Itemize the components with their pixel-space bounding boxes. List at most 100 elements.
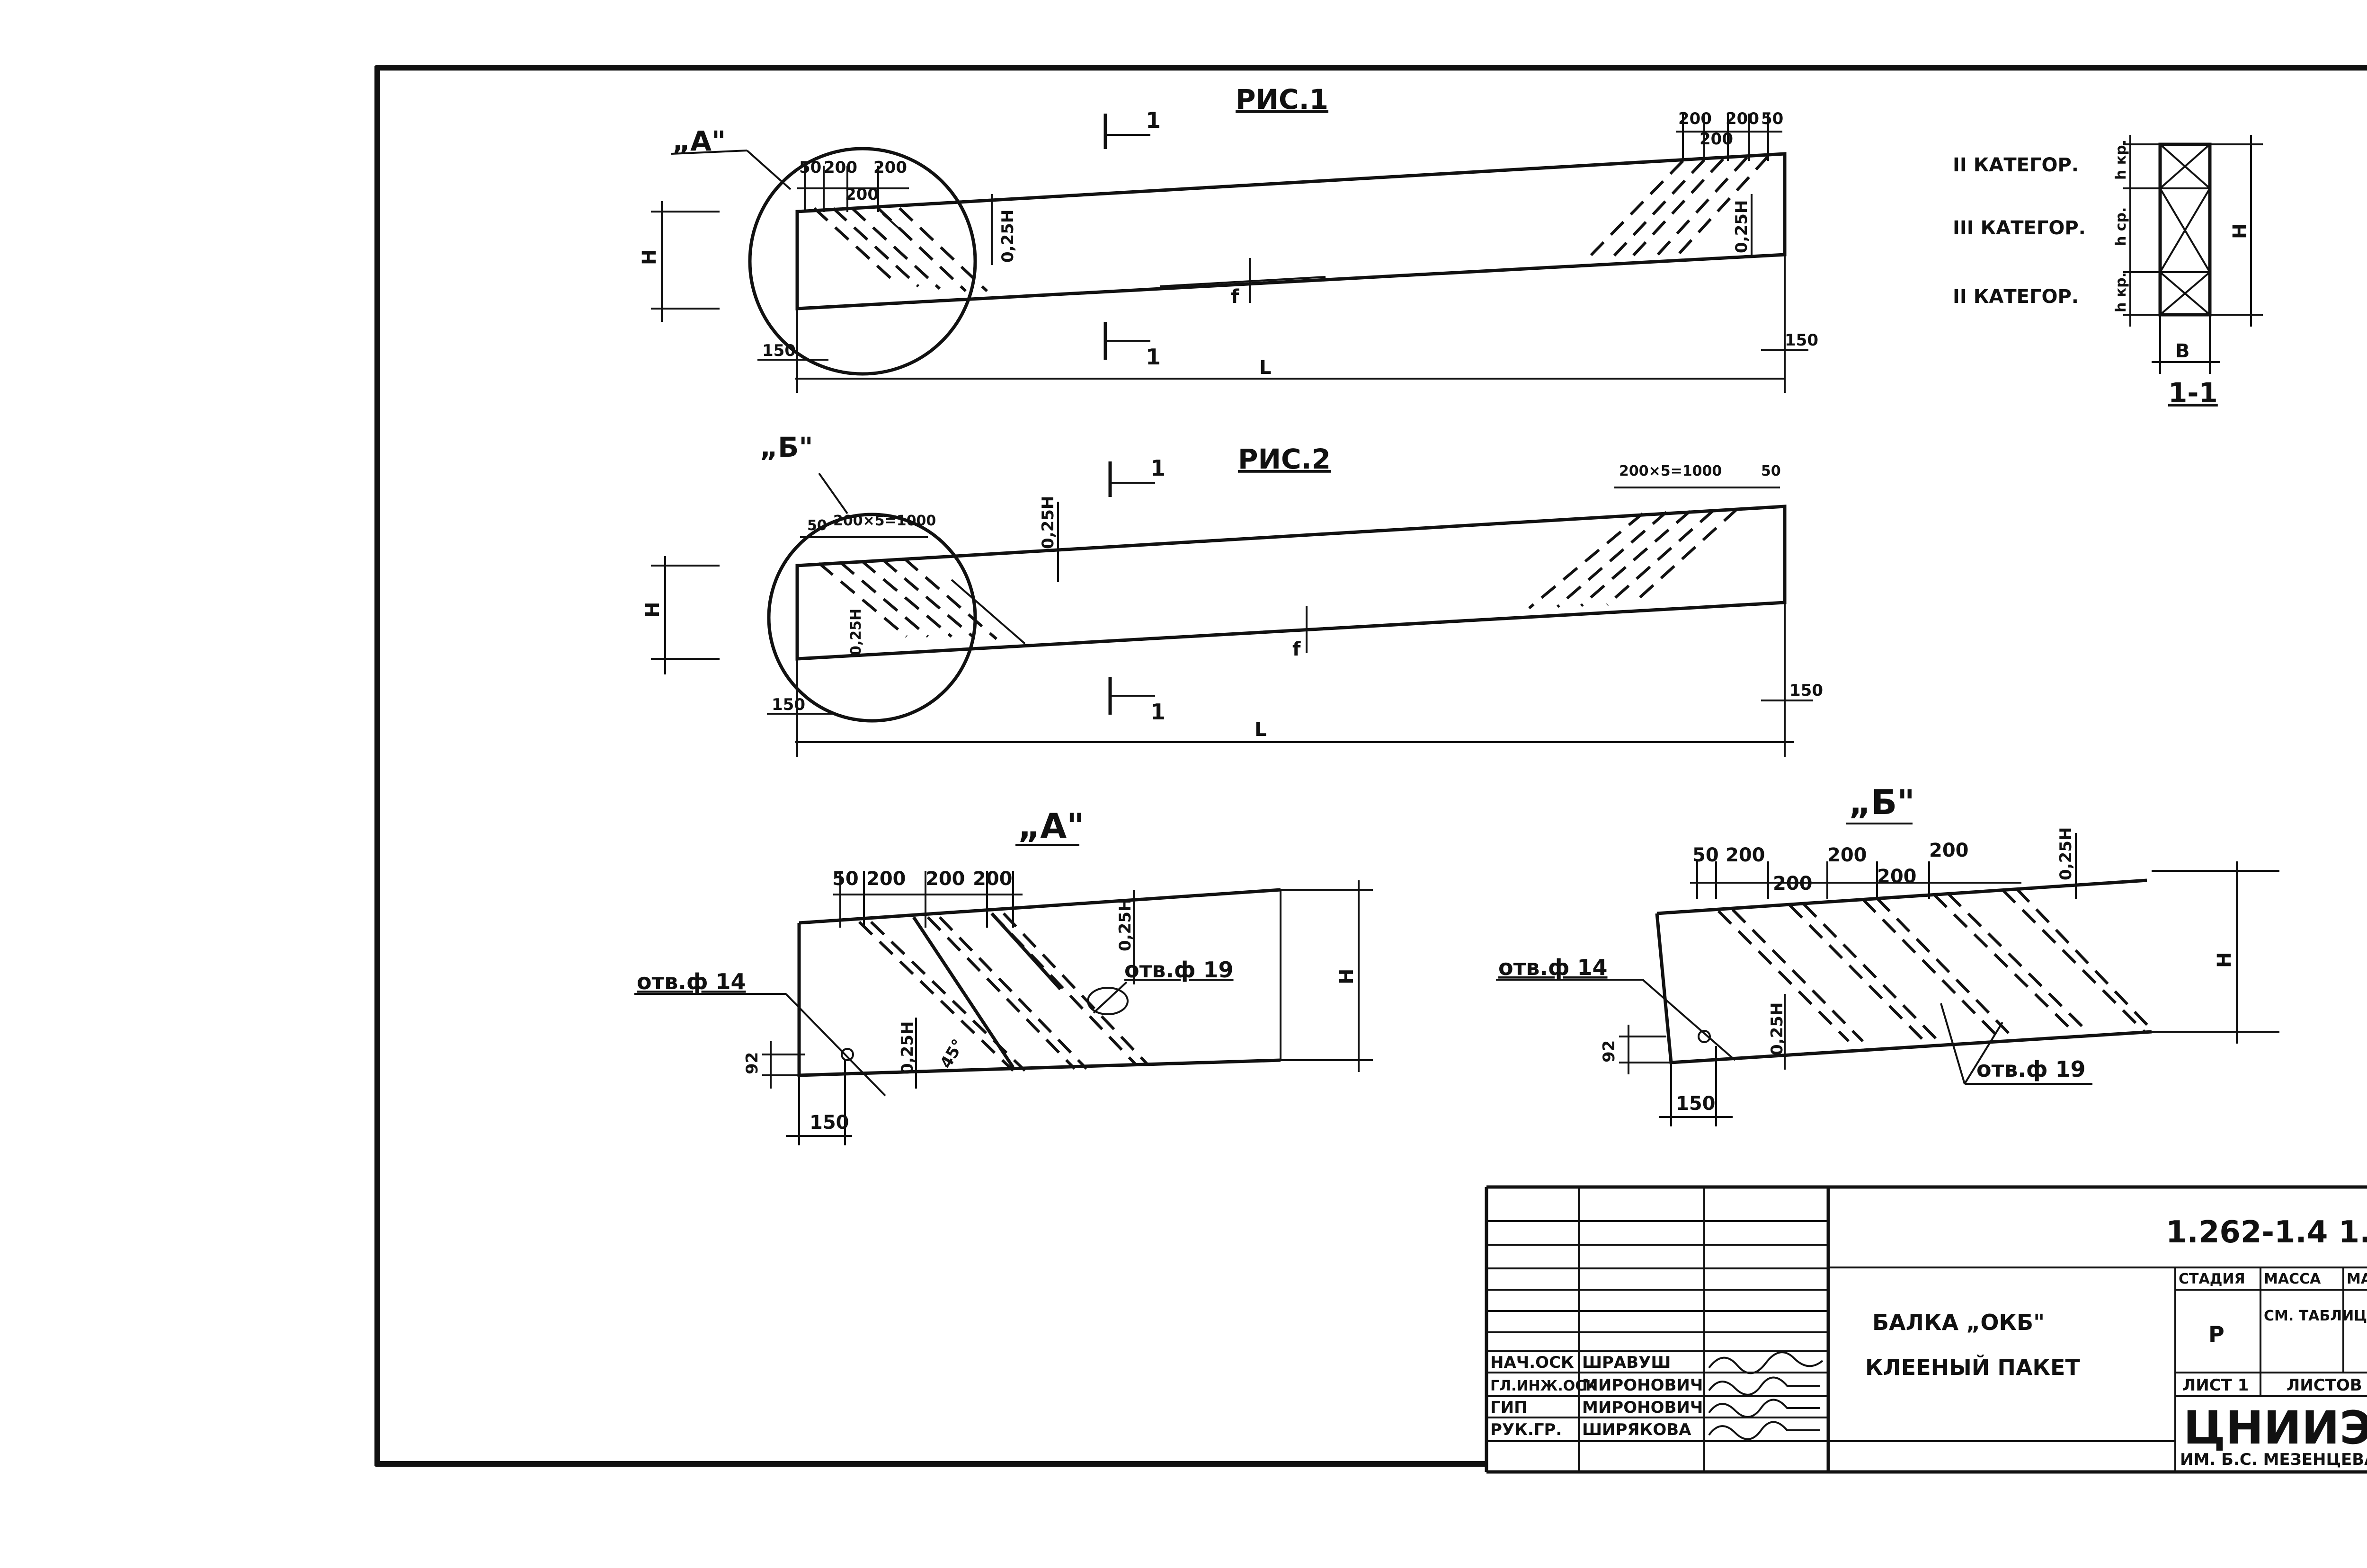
- detail-a-beam: [797, 888, 1281, 1077]
- detail-b: „Б" 50 200 200 200 200 200 0,25H H отв.ф…: [1496, 782, 2279, 1126]
- angle-45: 45°: [936, 1036, 968, 1072]
- h-kr-bot: h кр.: [2113, 272, 2129, 312]
- fig2-detail-circle-b: [767, 513, 977, 723]
- dim-200: 200: [1726, 844, 1765, 866]
- dim-200: 200: [1726, 109, 1759, 128]
- fig1-left-dashed-bars: [813, 207, 988, 292]
- stage-value: Р: [2208, 1321, 2225, 1347]
- signature-name: МИРОНОВИЧ: [1582, 1376, 1703, 1395]
- signature-role: НАЧ.ОСК: [1490, 1353, 1574, 1372]
- signature-row: ГЛ.ИНЖ.ОСК МИРОНОВИЧ: [1490, 1376, 1820, 1396]
- hole-14-marker: [841, 1048, 854, 1061]
- height-label: H: [2229, 223, 2251, 239]
- dim-50: 50: [1761, 109, 1783, 128]
- dim-200: 200: [1773, 873, 1813, 895]
- fig2-title: РИС.2: [1238, 443, 1331, 475]
- drawing-code: 1.262-1.4 1.3: [2166, 1215, 2367, 1250]
- fig1-right-dashed-bars: [1589, 155, 1770, 257]
- section-mark: 1: [1146, 344, 1161, 370]
- height-label: H: [639, 249, 660, 265]
- signature-row: ГИП МИРОНОВИЧ: [1490, 1398, 1820, 1418]
- section-label: 1-1: [2168, 377, 2218, 409]
- dim-200: 200: [873, 158, 907, 177]
- dim-150: 150: [762, 341, 796, 360]
- dim-025h: 0,25H: [1768, 1002, 1787, 1055]
- figure-2: РИС.2 „Б" 50 200×5=1000 0,25H 0,25H 200×…: [642, 431, 1823, 757]
- section-rect: [2158, 142, 2212, 317]
- height-label: H: [642, 602, 664, 618]
- signature-row: РУК.ГР. ШИРЯКОВА: [1490, 1420, 1820, 1440]
- dim-200: 200: [866, 868, 906, 890]
- dim-200: 200: [973, 868, 1013, 890]
- section-mark: 1: [1150, 699, 1166, 725]
- detail-b-beam: [1655, 878, 2152, 1064]
- dim-200: 200: [1877, 866, 1917, 887]
- hole-19-marker: [1087, 987, 1129, 1015]
- dim-150: 150: [1785, 331, 1818, 350]
- hole-14-label: отв.ф 14: [637, 969, 746, 994]
- fig2-section-cut: 1 1: [1108, 455, 1166, 725]
- height-label: H: [1336, 969, 1358, 984]
- detail-a-title: „A": [1018, 806, 1085, 846]
- stage-header: СТАДИЯ: [2179, 1271, 2245, 1287]
- height-label: H: [2214, 952, 2235, 968]
- dim-50: 50: [799, 158, 821, 177]
- dim-150: 150: [1789, 681, 1823, 700]
- category-top: II КАТЕГОР.: [1953, 154, 2079, 176]
- fig1-detail-circle-a: [748, 147, 977, 376]
- dim-50: 50: [1761, 463, 1781, 479]
- dim-200x5: 200×5=1000: [833, 513, 936, 529]
- hole-14-label: отв.ф 14: [1498, 955, 1608, 980]
- fig1-beam-outline: [795, 152, 1787, 310]
- fig2-callout-b: „Б": [760, 431, 813, 463]
- section-mark: 1: [1150, 455, 1166, 481]
- deflection-label: f: [1231, 286, 1239, 308]
- dim-200: 200: [845, 185, 879, 204]
- sheets-label: ЛИСТОВ: [2287, 1376, 2362, 1395]
- organization-subtitle: ИМ. Б.С. МЕЗЕНЦЕВА: [2180, 1450, 2367, 1469]
- signature-role: ГЛ.ИНЖ.ОСК: [1490, 1378, 1597, 1394]
- h-kr-top: h кр.: [2113, 140, 2129, 180]
- fig2-right-dashed-bars: [1528, 507, 1739, 610]
- dim-50: 50: [807, 517, 827, 534]
- dim-025h: 0,25H: [1732, 200, 1751, 253]
- detail-a: „A" 50 200 200 200 H 0,25H 0,25H 45° отв…: [634, 806, 1373, 1145]
- dim-200x5: 200×5=1000: [1619, 463, 1722, 479]
- dim-150: 150: [772, 695, 805, 714]
- dim-200: 200: [1700, 130, 1733, 149]
- dim-50: 50: [1692, 844, 1719, 866]
- fig2-beam-outline: [795, 505, 1787, 661]
- hole-19-label: отв.ф 19: [1124, 957, 1234, 983]
- title-block: НАЧ.ОСК ШРАВУШ ГЛ.ИНЖ.ОСК МИРОНОВИЧ ГИП …: [1485, 1185, 2367, 1474]
- dim-200: 200: [1827, 844, 1867, 866]
- fig2-left-dashed-bars: [818, 557, 1026, 645]
- dim-025h: 0,25H: [848, 609, 864, 656]
- fig1-title: РИС.1: [1236, 83, 1328, 115]
- width-label: B: [2175, 340, 2190, 362]
- sheet-frame: [374, 65, 2367, 1467]
- dim-025h: 0,25H: [2056, 827, 2075, 880]
- section-1-1: II КАТЕГОР. III КАТЕГОР. II КАТЕГОР. h к…: [1953, 135, 2263, 409]
- dim-92: 92: [743, 1052, 762, 1074]
- dim-150: 150: [810, 1112, 849, 1134]
- dim-200: 200: [1678, 109, 1712, 128]
- fig1-section-cut: 1 1: [1103, 107, 1161, 370]
- category-bot: II КАТЕГОР.: [1953, 286, 2079, 308]
- dim-200: 200: [925, 868, 965, 890]
- h-sr: h ср.: [2113, 207, 2129, 246]
- dim-025h: 0,25H: [1039, 496, 1058, 549]
- dim-50: 50: [832, 868, 859, 890]
- dim-025h: 0,25H: [998, 210, 1017, 263]
- span-label: L: [1255, 719, 1267, 741]
- organization-logo: ЦНИИЭГ: [2183, 1401, 2367, 1454]
- figure-1: РИС.1 „A" 50 200: [639, 83, 1818, 393]
- signature-role: ГИП: [1490, 1398, 1528, 1417]
- span-label: L: [1259, 357, 1272, 379]
- dim-025h: 0,25H: [1116, 898, 1135, 951]
- mass-header: МАССА: [2264, 1271, 2321, 1287]
- title-line-2: КЛЕЕНЫЙ ПАКЕТ: [1865, 1355, 2080, 1380]
- category-mid: III КАТЕГОР.: [1953, 217, 2086, 239]
- dim-92: 92: [1600, 1040, 1619, 1063]
- detail-b-title: „Б": [1849, 782, 1915, 822]
